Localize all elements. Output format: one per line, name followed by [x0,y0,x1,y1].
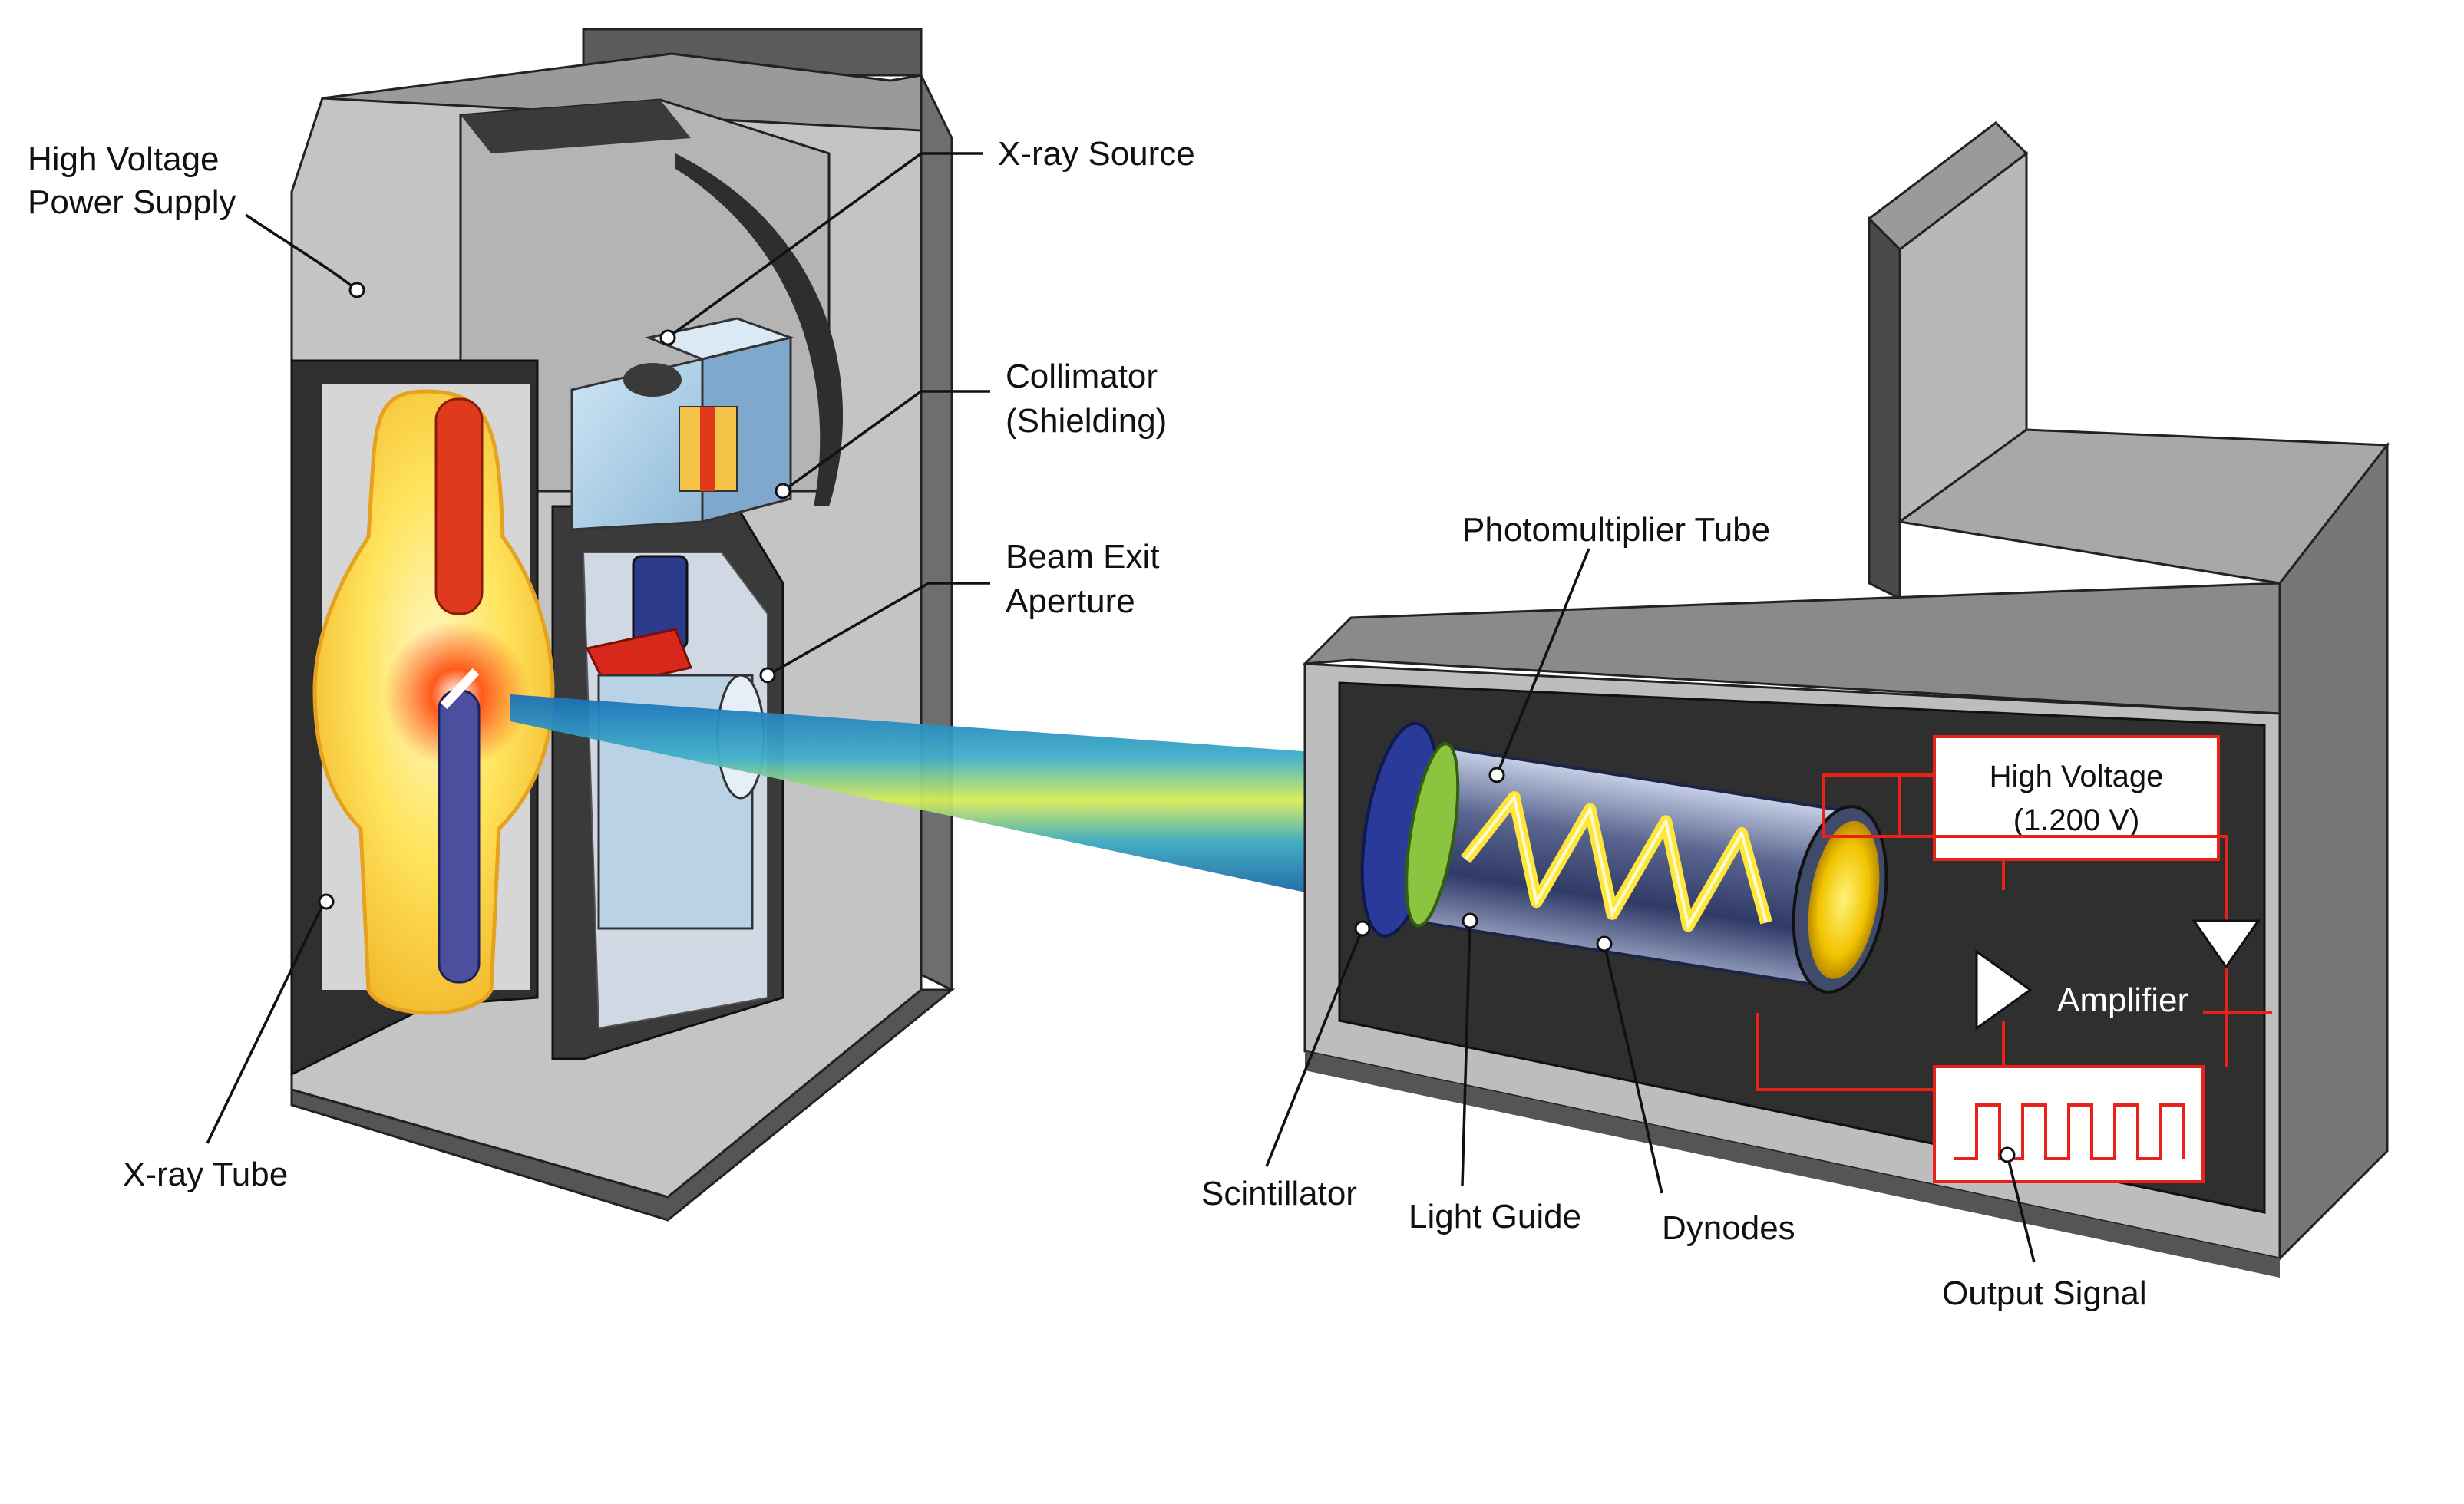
dot-beam-exit [759,667,776,684]
hv-box [1933,735,2220,861]
label-xray-source: X-ray Source [998,135,1195,173]
xray-beam [510,694,1366,905]
leader-xray-source [666,152,983,339]
leader-output [2006,1154,2036,1263]
dot-scintillator [1354,920,1371,937]
leader-dynodes [1603,943,1663,1194]
detector-housing [1302,121,2390,1278]
labels: High Voltage Power Supply X-ray Source C… [28,135,2147,1312]
label-hv-supply-2: Power Supply [28,183,236,221]
housing-shade [675,153,844,506]
dynode-chain-glow [1464,793,1769,930]
tube-cathode [438,689,481,984]
dot-hv-supply [348,282,365,298]
label-collimator-1: Collimator [1006,358,1158,395]
leader-scintillator [1265,928,1364,1167]
tube-target [440,668,480,710]
collimator [570,317,795,531]
collimator-hole [623,363,682,397]
hv-box-line2: (1.200 V) [2013,803,2140,837]
leader-beam-exit [767,582,990,677]
label-beam-exit-1: Beam Exit [1006,538,1160,576]
dot-pmt [1488,767,1505,783]
dot-light-guide [1462,912,1478,929]
light-guide-ring [1405,742,1460,928]
label-pmt: Photomultiplier Tube [1462,511,1770,549]
detector-back-front [1868,216,1901,601]
detector-right-wall [2278,441,2389,1262]
label-output-signal: Output Signal [1942,1275,2147,1312]
housing-floor [290,988,956,1222]
label-collimator-2: (Shielding) [1006,402,1167,440]
dot-dynodes [1596,935,1613,952]
amplifier-label: Amplifier [2057,981,2188,1019]
detector-box-bottom [1305,1051,2280,1278]
pmt-window [1808,820,1880,979]
square-wave [1954,1103,2185,1160]
housing-right-side [920,74,953,992]
dot-xray-source [659,329,676,346]
label-xray-tube: X-ray Tube [123,1156,288,1193]
label-dynodes: Dynodes [1662,1209,1795,1247]
photomultiplier-tube [1360,721,1888,994]
xray-tube [312,389,555,1015]
aperture-clamp [585,628,693,688]
tube-anode [434,397,484,615]
leader-hv-supply [245,213,358,292]
detector-box-top [1302,582,2281,715]
hv-box-line1: High Voltage [1990,760,2164,793]
collimator-window-stripe [700,407,715,491]
leader-pmt [1495,548,1590,776]
dot-output [1999,1146,2016,1163]
leader-collimator [781,390,990,493]
label-light-guide: Light Guide [1409,1198,1581,1235]
label-scintillator: Scintillator [1201,1175,1357,1212]
label-beam-exit-2: Aperture [1006,582,1135,620]
dot-xray-tube [318,893,335,910]
leader-light-guide [1461,920,1471,1186]
circuit: High Voltage (1.200 V) Amplifier [1756,735,2272,1183]
label-hv-supply-1: High Voltage [28,140,220,178]
housing-upper-dark [461,100,691,153]
circuit-wire-top [1822,773,2228,921]
leader-xray-tube [206,905,324,1144]
circuit-wire-side [1756,959,2272,1091]
diode-triangle [2192,919,2261,969]
amplifier-triangle [1975,949,2033,1031]
dot-collimator [775,483,791,500]
leader-lines [206,152,2036,1263]
